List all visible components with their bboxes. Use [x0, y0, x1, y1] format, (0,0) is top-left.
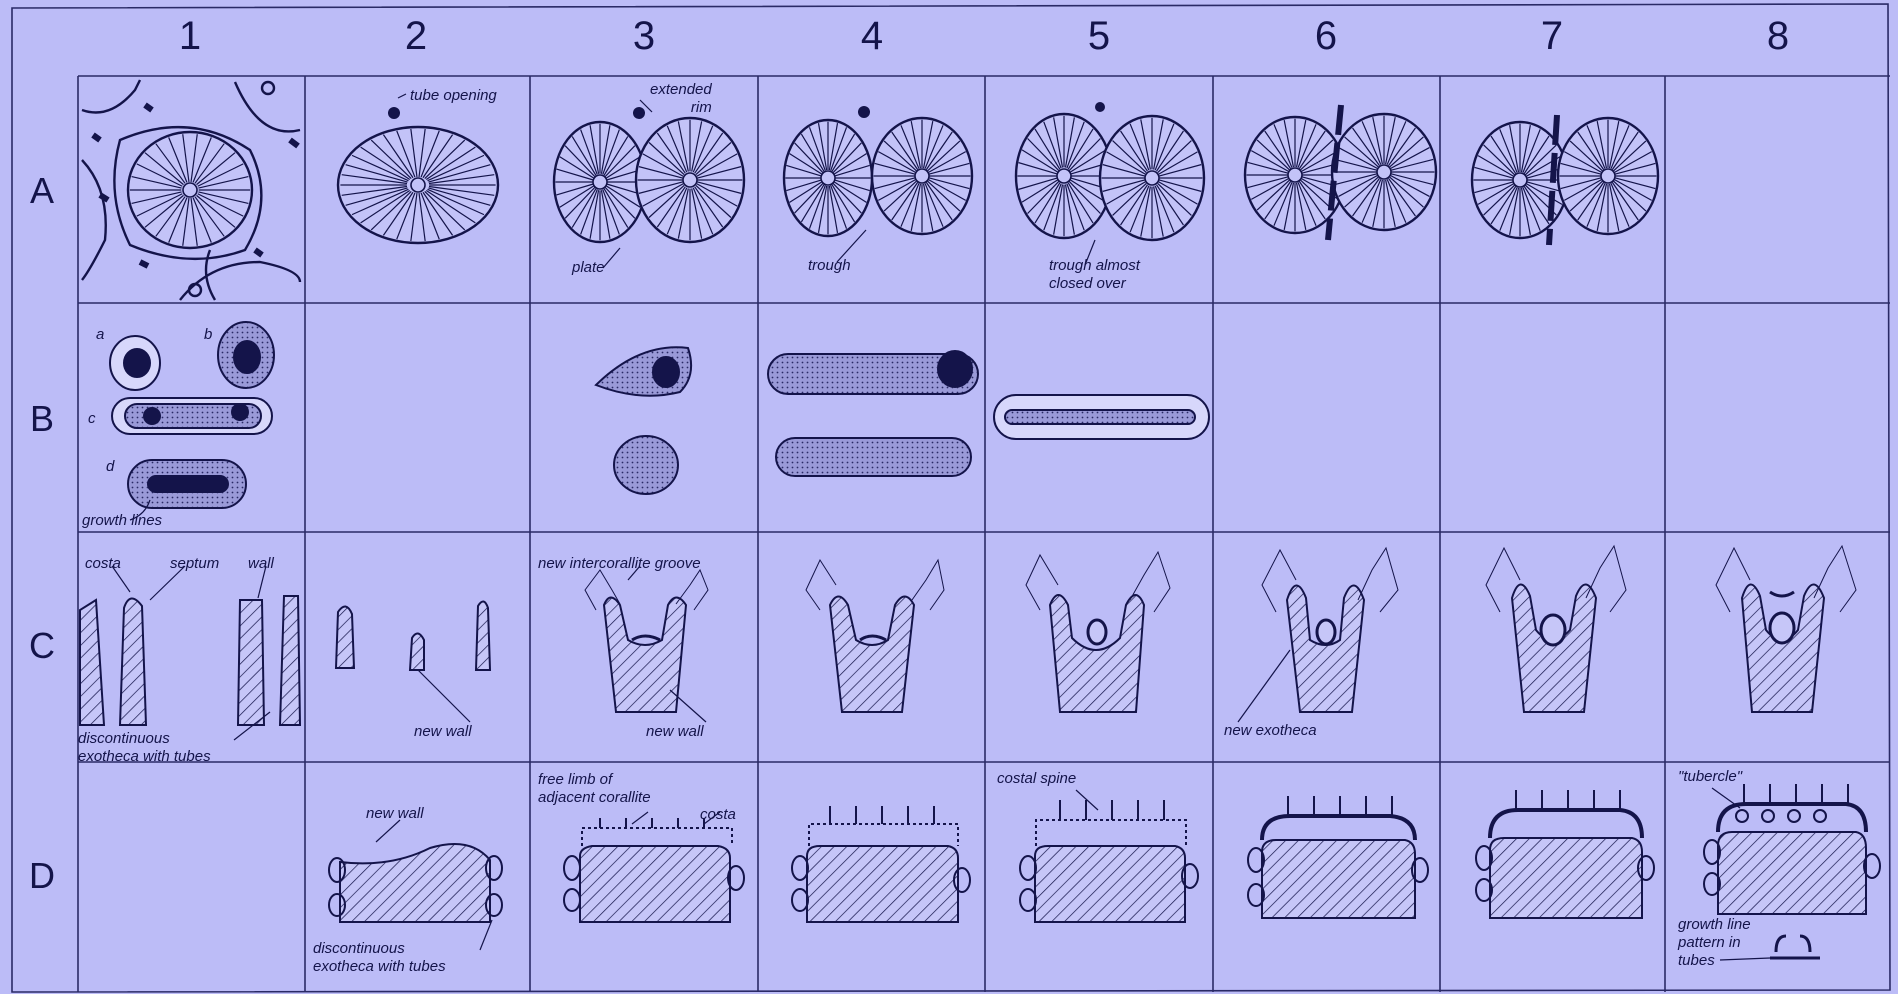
column-label-7: 7: [1522, 14, 1582, 59]
label-extended-rim: extended rim: [650, 81, 712, 117]
label-wall: wall: [248, 555, 274, 573]
column-label-2: 2: [386, 14, 446, 59]
label-septum: septum: [170, 555, 219, 573]
label-plate: plate: [572, 259, 605, 277]
label-costa-d3: costa: [700, 806, 736, 824]
label-new-exotheca: new exotheca: [1224, 722, 1317, 740]
label-new-wall-d2: new wall: [366, 805, 424, 823]
column-label-1: 1: [160, 14, 220, 59]
row-label-b: B: [22, 398, 62, 440]
row-label-a: A: [22, 170, 62, 212]
cell-b1-tube-sections: [110, 322, 274, 508]
label-growth-line-pattern: growth line pattern in tubes: [1678, 916, 1751, 970]
label-trough: trough: [808, 257, 851, 275]
label-b-d: d: [106, 458, 114, 476]
cell-b4-tube-sections: [768, 351, 978, 476]
label-new-wall-c2: new wall: [414, 723, 472, 741]
row-c-walls: [80, 584, 1824, 725]
row-label-c: C: [22, 625, 62, 667]
column-label-4: 4: [842, 14, 902, 59]
label-new-wall-c3: new wall: [646, 723, 704, 741]
column-label-5: 5: [1069, 14, 1129, 59]
label-free-limb: free limb of adjacent corallite: [538, 771, 651, 807]
label-b-b: b: [204, 326, 212, 344]
row-d-walls: [340, 832, 1866, 922]
leader-lines: [112, 94, 1770, 960]
label-b-c: c: [88, 410, 96, 428]
label-trough-almost-closed: trough almost closed over: [1049, 257, 1140, 293]
label-costal-spine: costal spine: [997, 770, 1076, 788]
column-label-8: 8: [1748, 14, 1808, 59]
label-b-a: a: [96, 326, 104, 344]
label-new-intercorallite-groove: new intercorallite groove: [538, 555, 701, 573]
label-tube-opening: tube opening: [410, 87, 497, 105]
cell-a1-corallite-mosaic: [82, 80, 300, 300]
row-label-d: D: [22, 855, 62, 897]
label-discontinuous-exotheca-c1: discontinuous exotheca with tubes: [78, 730, 211, 766]
column-label-3: 3: [614, 14, 674, 59]
cell-b3-tube-sections: [596, 347, 691, 494]
label-discontinuous-exotheca-d2: discontinuous exotheca with tubes: [313, 940, 446, 976]
cell-b5-tube-section: [994, 395, 1209, 439]
label-costa: costa: [85, 555, 121, 573]
row-d-spines: [600, 784, 1848, 828]
label-tubercle: "tubercle": [1678, 768, 1742, 786]
label-growth-lines: growth lines: [82, 512, 162, 530]
column-label-6: 6: [1296, 14, 1356, 59]
row-d-crusts: [582, 804, 1866, 846]
